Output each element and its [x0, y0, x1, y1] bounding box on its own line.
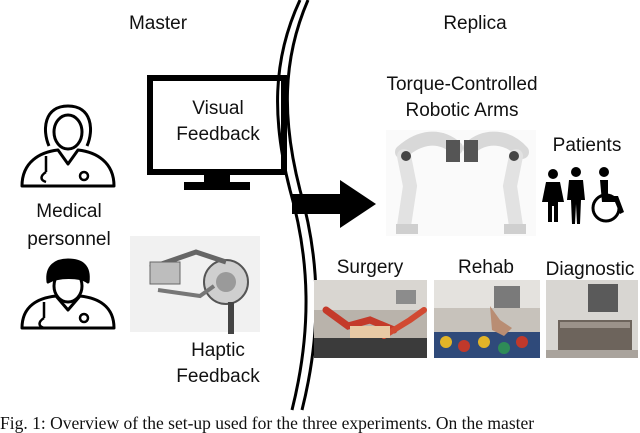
robotic-arms-line-1: Torque-Controlled — [386, 74, 538, 95]
right-arrow-icon — [292, 180, 376, 228]
robotic-arms-icon — [386, 130, 536, 236]
male-doctor-icon — [20, 258, 116, 330]
figure-caption: Fig. 1: Overview of the set-up used for … — [0, 413, 535, 433]
patients-icon — [542, 167, 624, 224]
rehab-label: Rehab — [458, 257, 514, 278]
master-label: Master — [128, 13, 188, 34]
haptic-feedback-line-2: Feedback — [176, 366, 260, 387]
medical-personnel-line-2: personnel — [27, 229, 111, 250]
diagnostic-photo — [546, 280, 638, 358]
diagnostic-label: Diagnostic — [545, 259, 635, 280]
rehab-photo — [434, 280, 540, 358]
medical-personnel-line-1: Medical — [36, 201, 102, 222]
robotic-arms-line-2: Robotic Arms — [405, 100, 519, 121]
haptic-feedback-line-1: Haptic — [191, 340, 245, 361]
monitor-icon — [147, 75, 287, 190]
surgery-label: Surgery — [336, 257, 404, 278]
visual-feedback-line-2: Feedback — [176, 124, 260, 145]
surgery-photo — [314, 280, 427, 358]
haptic-device-icon — [130, 236, 260, 334]
patients-label: Patients — [552, 135, 622, 156]
female-doctor-icon — [20, 104, 116, 188]
visual-feedback-line-1: Visual — [192, 98, 244, 119]
replica-label: Replica — [443, 13, 507, 34]
